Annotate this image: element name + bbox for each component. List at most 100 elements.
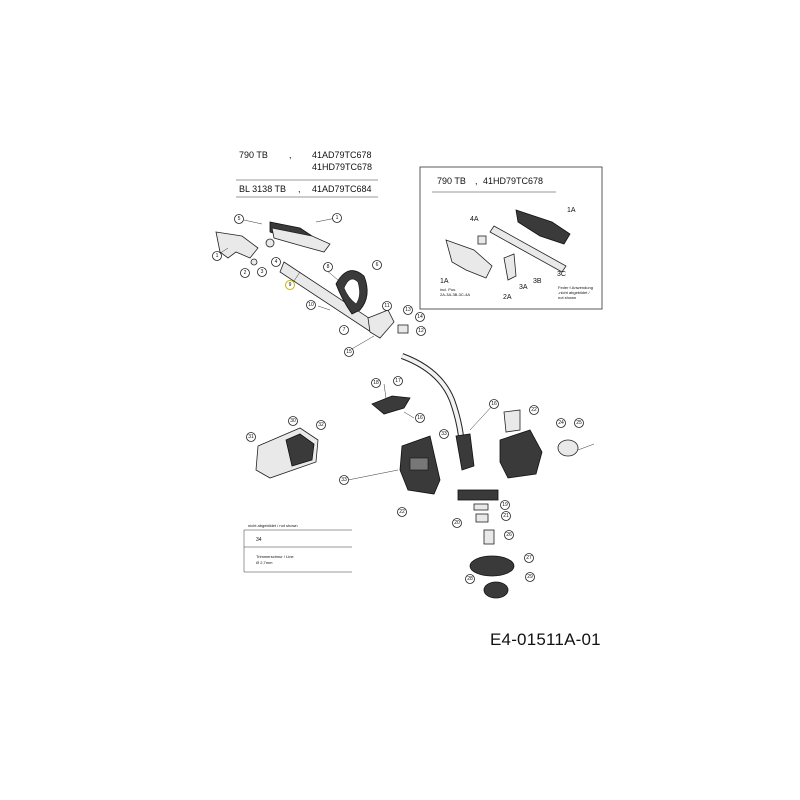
callout-8: 8 [323,262,333,272]
clamp-block-shape [397,324,409,334]
callout-5: 5 [234,214,244,224]
legend-desc-1: Trimmerschnur / Line [256,554,294,559]
svg-text:29: 29 [527,574,533,580]
inset-label-1a-bottom: 1A [440,278,449,285]
svg-text:9: 9 [289,282,292,288]
handle-right-half-shape [271,227,331,253]
callout-32: 32 [316,420,326,430]
svg-text:21: 21 [503,513,509,519]
callout-2: 2 [240,268,250,278]
spool-spring-shape [475,513,489,523]
inset-note-right-1: Feder f.Anwendung [558,285,593,290]
small-nut-shape [265,238,275,248]
svg-text:32: 32 [318,422,324,428]
svg-text:30: 30 [290,418,296,424]
header-sep-row2: , [298,184,301,194]
svg-text:5: 5 [238,216,241,222]
callout-31: 31 [246,432,256,442]
inset-grip-shape [515,209,571,245]
inset-label-1a-top: 1A [567,207,576,214]
svg-text:16: 16 [491,401,497,407]
callout-3: 3 [257,267,267,277]
head-housing-shape [499,429,543,479]
callout-28: 28 [465,574,475,584]
callout-29: 29 [525,572,535,582]
inset-model: 790 TB [437,176,466,186]
inset-code: 41HD79TC678 [483,176,544,186]
svg-text:28: 28 [467,576,473,582]
svg-text:15: 15 [346,349,352,355]
gear-shaft-shape [455,433,475,471]
legend-desc-2: Ø 2,7mm [256,560,273,565]
inset-note-incl-1: incl. Pos. [440,287,457,292]
svg-text:19: 19 [502,502,508,508]
callout-22-motor: 22 [397,507,407,517]
svg-text:25: 25 [576,420,582,426]
svg-text:16: 16 [417,415,423,421]
svg-text:22: 22 [399,509,405,515]
svg-text:26: 26 [506,532,512,538]
header-sep-row1: , [289,150,292,160]
header-model-row2: BL 3138 TB [239,184,287,194]
svg-text:14: 14 [417,314,423,320]
callout-7: 7 [339,325,349,335]
svg-text:3: 3 [261,269,264,275]
coupling-shape [367,309,395,339]
callout-33-shaft: 33 [439,429,449,439]
callout-9-highlighted: 9 [285,280,295,290]
inset-note-right-3: not shown [558,295,577,300]
callout-12: 12 [416,326,426,336]
inset-label-3b: 3B [533,278,542,285]
callout-30: 30 [288,416,298,426]
small-screw-shape [250,258,258,266]
inset-label-4a: 4A [470,216,479,223]
svg-text:10: 10 [308,302,314,308]
inset-frame [419,166,603,310]
svg-text:24: 24 [558,420,564,426]
callout-22-head: 22 [529,405,539,415]
callout-1-left: 1 [212,251,222,261]
svg-text:13: 13 [405,307,411,313]
callout-11: 11 [382,301,392,311]
handle-left-half-shape [215,231,259,259]
inset-note-incl-2: 2A-3A-3B-3C-4A [440,292,471,297]
svg-text:20: 20 [454,520,460,526]
header-code-row1a: 41AD79TC678 [312,150,372,160]
callout-24: 24 [556,418,566,428]
inset-handle-shape [445,239,493,279]
callout-20: 20 [452,518,462,528]
spool-bolt-shape [483,529,495,545]
svg-text:2: 2 [244,270,247,276]
callout-16-side: 16 [415,413,425,423]
clip-part-shape [371,395,411,415]
inset-label-2a: 2A [503,294,512,301]
spool-cover-shape [457,489,499,501]
svg-text:22: 22 [531,407,537,413]
callout-15-right: 25 [574,418,584,428]
svg-text:8: 8 [327,264,330,270]
assist-handle-opening-shape [343,278,360,305]
svg-text:33: 33 [441,431,447,437]
callout-15-upper: 15 [344,347,354,357]
guard-rib-shape [285,433,315,467]
callout-21: 21 [501,511,511,521]
svg-text:11: 11 [384,303,389,309]
legend-number: 34 [256,537,262,543]
motor-label-shape [409,457,429,471]
svg-text:7: 7 [343,327,346,333]
callout-26: 26 [504,530,514,540]
callout-33-wires: 33 [339,475,349,485]
svg-text:4: 4 [275,259,278,265]
inset-note-right-2: -nicht abgebildet / [558,290,590,295]
inset-lever-shape [503,253,517,281]
svg-text:31: 31 [248,434,254,440]
bearing-shape [557,439,579,457]
callout-27: 27 [524,553,534,563]
spool-shape [469,555,515,577]
inset-label-3c: 3C [557,271,566,278]
callout-13: 13 [403,305,413,315]
header-code-row2: 41AD79TC684 [312,184,372,194]
spool-washer-shape [473,503,489,511]
